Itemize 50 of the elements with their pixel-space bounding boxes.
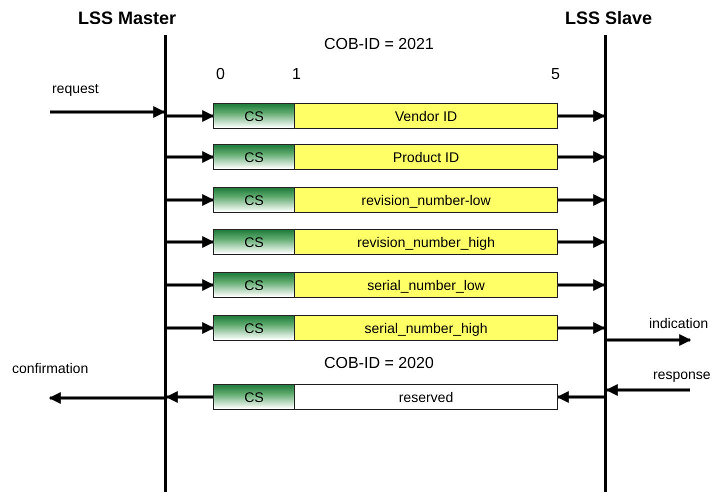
data-field-cell-text: serial_number_low (366, 276, 486, 295)
arrow (607, 334, 692, 346)
arrow (556, 391, 604, 403)
arrow (558, 110, 606, 122)
edge-label: indication (649, 315, 708, 331)
lifeline-bar (164, 35, 167, 492)
message-frame (213, 144, 558, 170)
message-frame (213, 103, 558, 129)
data-field-cell-text: revision_number_high (356, 233, 496, 252)
lifeline-bar (604, 35, 607, 492)
lifeline-heading: LSS Slave (565, 8, 652, 29)
command-specifier-cell: CS (214, 145, 295, 169)
lifeline-heading: LSS Master (78, 8, 176, 29)
arrow (48, 392, 164, 404)
arrow (167, 236, 214, 248)
message-frame (213, 315, 558, 341)
arrow (167, 194, 214, 206)
cob-id-label: COB-ID = 2020 (324, 355, 434, 373)
message-frame (213, 229, 558, 255)
arrow (558, 151, 606, 163)
command-specifier-cell: CS (214, 188, 295, 212)
arrow (167, 151, 214, 163)
arrow (167, 322, 214, 334)
data-field-cell-text: reserved (398, 388, 454, 407)
data-field-cell-text: Product ID (392, 148, 460, 167)
arrow (558, 236, 606, 248)
arrow (558, 322, 606, 334)
data-field-cell-text: revision_number-low (360, 191, 492, 210)
data-field-cell-text: Vendor ID (394, 107, 458, 126)
cob-id-label: COB-ID = 2021 (324, 36, 434, 54)
arrow (558, 194, 606, 206)
arrow (606, 384, 690, 396)
command-specifier-cell: CS (214, 316, 295, 340)
message-frame (213, 384, 558, 410)
message-frame (213, 272, 558, 298)
command-specifier-cell: CS (214, 104, 295, 128)
command-specifier-cell: CS (214, 273, 295, 297)
byte-offset-label: 0 (216, 66, 225, 84)
message-frame (213, 187, 558, 213)
arrow (167, 279, 214, 291)
arrow (50, 106, 166, 118)
edge-label: confirmation (12, 360, 88, 376)
arrow (166, 391, 213, 403)
command-specifier-cell: CS (214, 385, 295, 409)
byte-offset-label: 5 (551, 66, 560, 84)
byte-offset-label: 1 (292, 66, 301, 84)
arrow (167, 110, 214, 122)
arrow (558, 279, 606, 291)
command-specifier-cell: CS (214, 230, 295, 254)
data-field-cell-text: serial_number_high (364, 319, 488, 338)
